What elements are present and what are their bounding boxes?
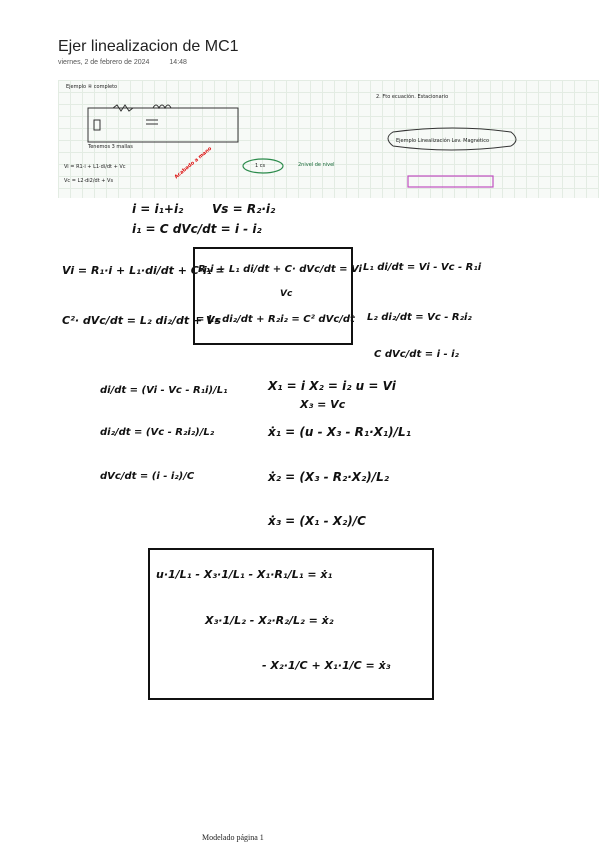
strip-side-note: Ejemplo Linealización Lev. Magnético: [396, 138, 490, 144]
page-meta: viernes, 2 de febrero de 2024 14:48: [58, 59, 187, 66]
eq-vc-label: Vc: [280, 289, 293, 299]
eq-row3-right: C dVc/dt = i - i₂: [374, 349, 459, 360]
eq-i1: i₁ = C dVc/dt = i - i₂: [132, 222, 262, 236]
strip-step-note: 2. Fto ecuación. Estacionario: [376, 94, 449, 100]
eq-dvc-dt: dVc/dt = (i - i₂)/C: [100, 471, 195, 482]
eq-x1-dot: ẋ₁ = (u - X₃ - R₁·X₁)/L₁: [268, 425, 411, 439]
strip-circled: 1 cs: [255, 163, 266, 169]
state-line-1: u·1/L₁ - X₃·1/L₁ - X₁·R₁/L₁ = ẋ₁: [156, 568, 333, 581]
eq-row2-left: C²· dVc/dt = L₂ di₂/dt + Vs: [62, 314, 222, 327]
highlight-box-1: [193, 247, 353, 345]
circuit-sketch: [87, 104, 517, 188]
eq-state-def2: X₃ = Vc: [300, 398, 346, 411]
eq-state-def: X₁ = i X₂ = i₂ u = Vi: [268, 379, 396, 393]
strip-mesh-note: Tenemos 3 mallas: [88, 144, 133, 150]
eq-row2-right: L₂ di₂/dt = Vc - R₂i₂: [367, 312, 472, 323]
state-line-3: - X₂·1/C + X₁·1/C = ẋ₃: [262, 659, 391, 672]
eq-row2-box: = L₂ di₂/dt + R₂i₂ = C² dVc/dt: [196, 314, 355, 325]
eq-row1-box: R₁i + L₁ di/dt + C· dVc/dt = Vi: [198, 264, 362, 275]
eq-vs: Vs = R₂·i₂: [212, 202, 276, 216]
eq-di-dt: di/dt = (Vi - Vc - R₁i)/L₁: [100, 385, 228, 396]
eq-x3-dot: ẋ₃ = (X₁ - X₂)/C: [268, 514, 366, 528]
page-footer: Modelado página 1: [202, 833, 264, 842]
state-space-box: [148, 548, 434, 700]
eq-x2-dot: ẋ₂ = (X₃ - R₂·X₂)/L₂: [268, 470, 390, 484]
eq-row1-left: Vi = R₁·i + L₁·di/dt + C·i₁ =: [62, 264, 225, 277]
strip-formula-2: Vc = L2·di2/dt + Vs: [64, 178, 114, 184]
strip-arrow-note: 2nivel de nivel: [298, 162, 335, 168]
page-time: 14:48: [169, 59, 187, 66]
strip-heading: Ejemplo ④ completo: [66, 84, 118, 90]
notes-image-strip: Ejemplo ④ completo Tenemos 3 mallas Vi =…: [58, 80, 599, 198]
page-title: Ejer linealizacion de MC1: [58, 38, 239, 55]
eq-row1-right: L₁ di/dt = Vi - Vc - R₁i: [363, 262, 482, 273]
eq-di2-dt: di₂/dt = (Vc - R₂i₂)/L₂: [100, 427, 215, 438]
eq-current-sum: i = i₁+i₂: [132, 202, 184, 216]
page-date: viernes, 2 de febrero de 2024: [58, 59, 150, 66]
strip-formula-1: Vi = R1·i + L1·di/dt + Vc: [64, 164, 126, 170]
state-line-2: X₃·1/L₂ - X₂·R₂/L₂ = ẋ₂: [205, 614, 334, 627]
